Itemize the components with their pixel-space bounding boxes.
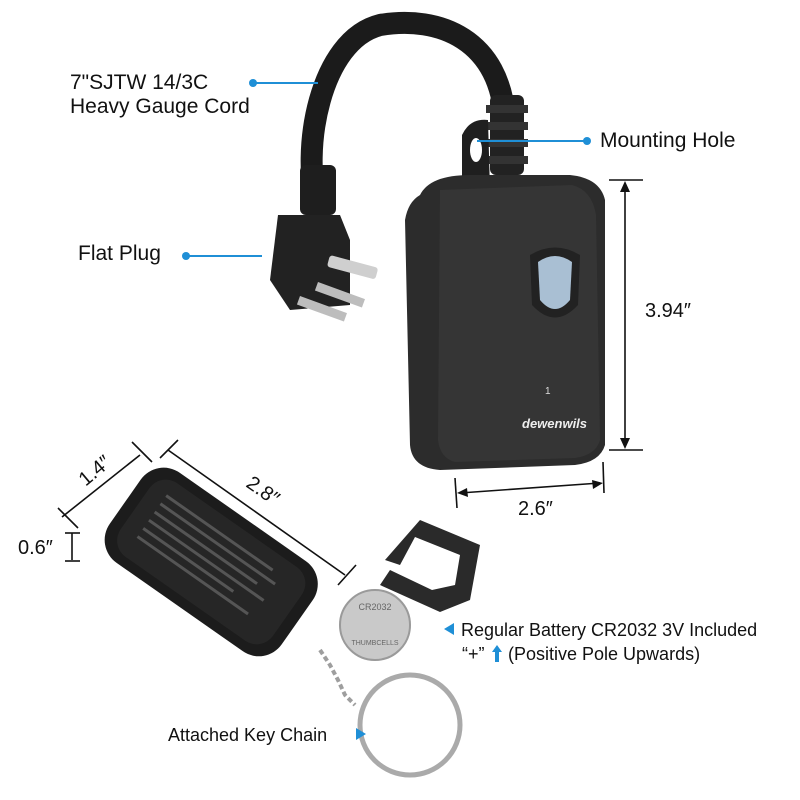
key-chain-label: Attached Key Chain: [168, 725, 328, 745]
height-dimension-line: [609, 179, 643, 451]
battery-label: Regular Battery CR2032 3V Included: [461, 620, 758, 640]
outlet-width-label: 2.6″: [518, 498, 553, 520]
battery-marking: CR2032: [358, 602, 391, 612]
channel-number: 1: [545, 386, 551, 397]
strain-relief: [486, 95, 528, 175]
flat-plug-label: Flat Plug: [78, 242, 161, 265]
battery-polarity-symbol: “+”: [462, 644, 485, 664]
coin-battery: CR2032 THUMBCELLS: [339, 589, 411, 661]
outlet-body: [405, 175, 605, 470]
mounting-hole-label: Mounting Hole: [600, 129, 736, 152]
outlet-height-label: 3.94″: [645, 300, 692, 322]
remote-thickness-label: 0.6″: [18, 537, 53, 559]
flat-plug: [270, 165, 378, 322]
battery-brand: THUMBCELLS: [351, 640, 398, 647]
cord-spec-label: 7"SJTW 14/3C: [70, 71, 209, 94]
width-dimension-line: [454, 461, 605, 509]
remote-dimension-lines: [57, 439, 357, 586]
power-cord: [300, 11, 516, 221]
battery-polarity-label: (Positive Pole Upwards): [508, 644, 701, 664]
battery-cover-clip: [380, 520, 480, 612]
cord-description-label: Heavy Gauge Cord: [70, 95, 250, 118]
key-chain: [318, 648, 463, 778]
callout-lines: [182, 79, 591, 740]
remote-control: [104, 467, 318, 657]
brand-logo: dewenwils: [522, 416, 588, 431]
